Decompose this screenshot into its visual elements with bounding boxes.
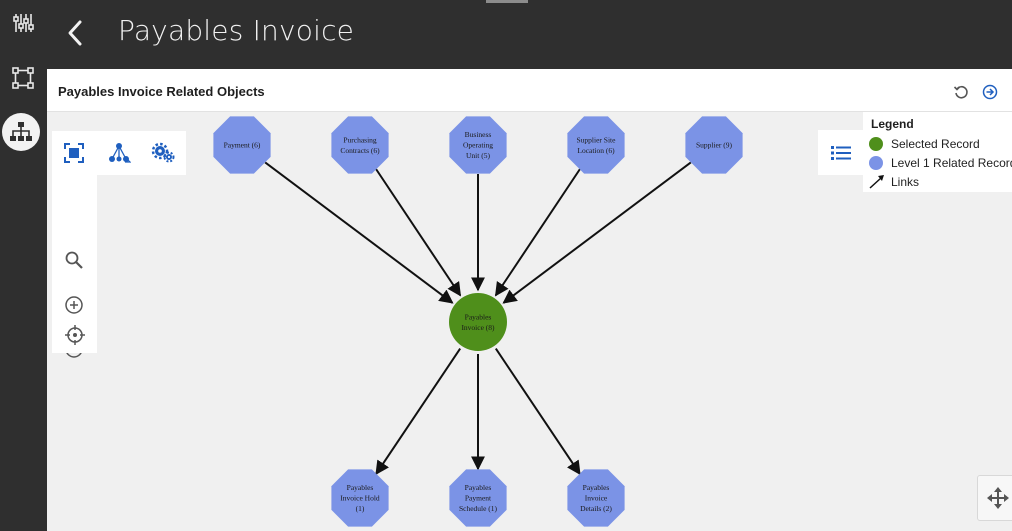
related-node-shape [449, 116, 507, 174]
panel-header: Payables Invoice Related Objects [47, 69, 1012, 112]
legend-title: Legend [871, 117, 914, 131]
related-node-shape [331, 116, 389, 174]
layout-button[interactable] [104, 138, 134, 168]
legend-item-links: Links [869, 174, 919, 189]
node-parent-4[interactable] [685, 116, 743, 174]
related-node-shape [685, 116, 743, 174]
top-bar: Payables Invoice [0, 0, 1012, 69]
node-child-1[interactable] [449, 469, 507, 527]
node-parent-0[interactable] [213, 116, 271, 174]
legend-item-related: Level 1 Related Record [869, 155, 1012, 170]
zoom-in-icon [65, 296, 83, 314]
related-node-shape [331, 469, 389, 527]
node-parent-0-label: Payment (6) [224, 141, 261, 150]
chevron-left-icon [68, 20, 82, 46]
link-arrow-parent-4 [502, 161, 692, 304]
zoom-in-button[interactable] [59, 290, 89, 320]
related-node-shape [567, 469, 625, 527]
node-parent-4-label: Supplier (9) [696, 141, 733, 150]
link-arrow-icon [869, 174, 884, 189]
next-button[interactable] [982, 84, 998, 100]
page-title: Payables Invoice [118, 14, 355, 47]
center-icon [64, 325, 85, 345]
refresh-button[interactable] [953, 84, 969, 100]
link-arrow-parent-3 [494, 168, 581, 297]
list-icon [831, 145, 851, 160]
fit-to-screen-icon [64, 143, 84, 163]
legend-item-selected: Selected Record [869, 136, 980, 151]
top-notch [486, 0, 528, 3]
workflow-icon [12, 67, 34, 89]
link-arrow-parent-1 [375, 168, 462, 297]
link-arrow-child-0 [375, 348, 462, 476]
center-button[interactable] [52, 317, 97, 353]
hierarchy-icon [10, 122, 32, 141]
node-child-2[interactable] [567, 469, 625, 527]
list-view-button[interactable] [818, 130, 864, 175]
selected-swatch [869, 136, 883, 151]
node-selected[interactable] [449, 293, 507, 351]
link-arrow-child-2 [494, 348, 581, 476]
node-child-0[interactable] [331, 469, 389, 527]
move-arrows-icon [987, 487, 1009, 509]
pan-button[interactable] [977, 475, 1012, 521]
node-parent-1[interactable] [331, 116, 389, 174]
search-icon [65, 251, 83, 269]
layout-icon [109, 143, 131, 163]
search-button[interactable] [59, 245, 89, 275]
back-button[interactable] [62, 16, 92, 50]
fit-to-screen-button[interactable] [59, 138, 89, 168]
related-node-shape [567, 116, 625, 174]
link-arrow-parent-0 [264, 161, 454, 304]
settings-icon [151, 142, 175, 163]
related-objects-panel: Payables Invoice Related Objects Payment… [47, 69, 1012, 531]
settings-button[interactable] [148, 138, 178, 168]
node-parent-3[interactable] [567, 116, 625, 174]
sliders-icon [13, 14, 34, 32]
legend: Legend Selected Record Level 1 Related R… [863, 112, 1012, 192]
arrow-circle-right-icon [982, 84, 998, 100]
tool-row [97, 131, 186, 175]
related-node-shape [213, 116, 271, 174]
related-node-shape [449, 469, 507, 527]
rail-workflow-button[interactable] [5, 60, 41, 96]
node-parent-2[interactable] [449, 116, 507, 174]
left-rail [0, 0, 47, 531]
panel-title: Payables Invoice Related Objects [58, 84, 265, 99]
rail-hierarchy-button[interactable] [2, 113, 40, 151]
tool-column [52, 131, 97, 358]
refresh-icon [953, 85, 968, 99]
related-swatch [869, 155, 883, 170]
rail-settings-button[interactable] [5, 5, 41, 41]
selected-node-shape [449, 293, 507, 351]
